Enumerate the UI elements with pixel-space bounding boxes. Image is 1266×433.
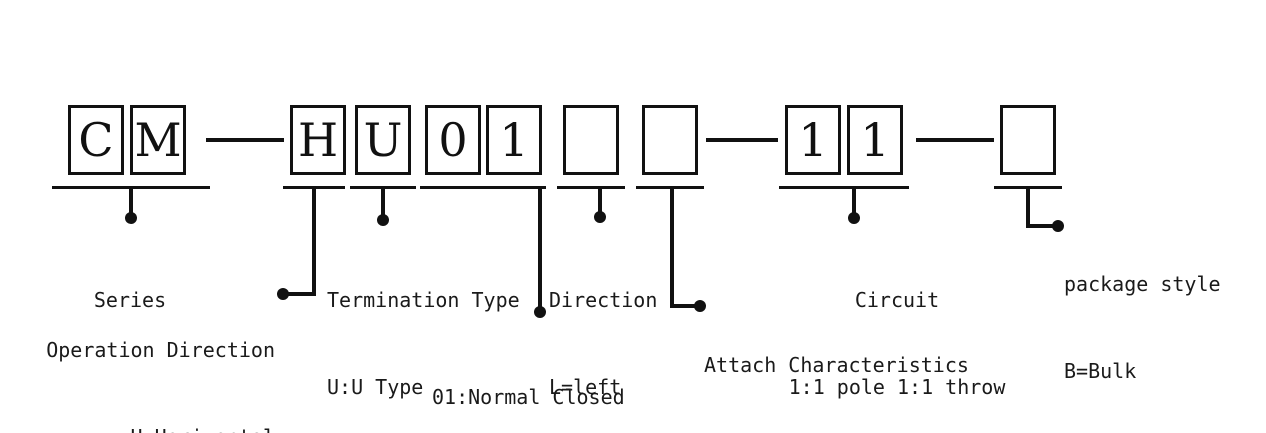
label-direction: Direction L=left R=right <box>549 228 689 433</box>
separator-dash-3 <box>916 138 994 142</box>
pn-box-2: M <box>130 105 186 175</box>
leader-dot-termination <box>377 214 389 226</box>
group-underline-direction <box>557 186 625 189</box>
leader-termination <box>381 186 385 220</box>
label-operation-direction-line-2: H:Horizontal <box>10 423 276 433</box>
separator-dash-1 <box>206 138 284 142</box>
pn-box-3: H <box>290 105 346 175</box>
label-termination-type-line-1: Termination Type <box>327 288 520 312</box>
leader-package-h <box>1026 224 1058 228</box>
leader-series <box>129 186 133 218</box>
separator-dash-2 <box>706 138 778 142</box>
label-termination-type: Termination Type U:U Type <box>327 228 542 433</box>
leader-operation-direction-h <box>285 292 316 296</box>
label-termination-type-line-2: U:U Type <box>327 375 424 399</box>
leader-attach-h <box>670 304 700 308</box>
leader-circuit <box>852 186 856 218</box>
leader-package-v <box>1026 186 1030 228</box>
label-circuit-line-2: 1:1 pole 1:1 throw <box>788 375 1006 399</box>
label-circuit: Circuit 1:1 pole 1:1 throw <box>762 228 1032 433</box>
group-underline-normal-state <box>420 186 546 189</box>
leader-operation-direction-v <box>312 186 316 294</box>
label-normal-state-line-1: 01:Normal Closed <box>432 385 625 409</box>
pn-box-6: 1 <box>486 105 542 175</box>
label-series-line-1: Series <box>93 288 167 312</box>
label-normal-state: 01:Normal Closed 02:Normal Open <box>432 325 662 433</box>
leader-direction <box>598 186 602 216</box>
leader-dot-normal-state <box>534 306 546 318</box>
pn-box-7 <box>563 105 619 175</box>
leader-dot-operation-direction <box>277 288 289 300</box>
leader-dot-circuit <box>848 212 860 224</box>
leader-dot-attach <box>694 300 706 312</box>
label-circuit-line-1: Circuit <box>854 288 940 312</box>
leader-normal-state <box>538 186 542 312</box>
pn-box-8 <box>642 105 698 175</box>
pn-box-9: 1 <box>785 105 841 175</box>
label-operation-direction-line-1: Operation Direction <box>46 338 275 362</box>
label-operation-direction: Operation Direction H:Horizontal V:Verti… <box>10 278 275 433</box>
label-attach-characteristics: Attach Characteristics □:Base With Pilot… <box>704 293 1044 433</box>
pn-box-11 <box>1000 105 1056 175</box>
leader-dot-direction <box>594 211 606 223</box>
label-series: Series <box>45 228 215 373</box>
label-package-style: package style B=Bulk R=Reel <box>1064 212 1264 433</box>
label-attach-characteristics-line-1: Attach Characteristics <box>704 353 969 377</box>
label-package-style-line-2: B=Bulk <box>1064 359 1137 383</box>
pn-box-4: U <box>355 105 411 175</box>
pn-box-10: 1 <box>847 105 903 175</box>
group-underline-circuit <box>779 186 909 189</box>
label-direction-line-1: Direction <box>549 288 658 312</box>
leader-dot-package <box>1052 220 1064 232</box>
leader-dot-series <box>125 212 137 224</box>
leader-attach-v <box>670 186 674 308</box>
label-package-style-line-1: package style <box>1064 272 1221 296</box>
pn-box-5: 0 <box>425 105 481 175</box>
label-direction-line-2: L=left <box>549 375 622 399</box>
pn-box-1: C <box>68 105 124 175</box>
